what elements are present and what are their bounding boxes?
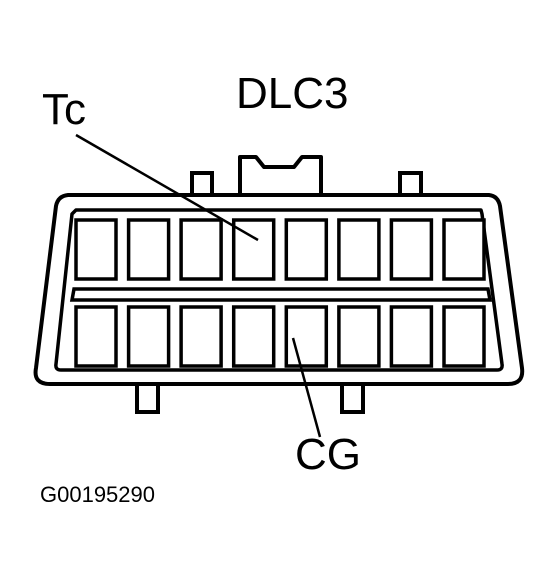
connector-housing-inner	[54, 208, 504, 372]
pin-cavity	[284, 305, 329, 368]
pin-cavity	[337, 218, 381, 281]
connector-top-tab-right	[398, 171, 423, 196]
connector-top-lock-tab	[238, 155, 323, 196]
pin-cavity	[231, 305, 276, 368]
pin-cavity	[74, 305, 118, 368]
pin-cavity	[389, 305, 434, 368]
pin-cavity	[74, 218, 118, 281]
row-separator-bar	[69, 287, 493, 302]
pin-cavity	[337, 305, 381, 368]
connector-bottom-tab-right	[340, 382, 365, 414]
connector-top-tab-left	[190, 171, 214, 196]
tc-label: Tc	[42, 85, 86, 134]
pin-cavities	[74, 218, 486, 368]
pin-cavity	[389, 218, 434, 281]
cg-leader-line	[291, 337, 322, 438]
pin-cavity	[179, 218, 223, 281]
pin-cavity	[179, 305, 223, 368]
figure-id: G00195290	[40, 482, 155, 507]
connector-bottom-tab-left	[135, 382, 160, 414]
pin-cavity	[442, 218, 486, 281]
pin-cavity	[126, 305, 171, 368]
pin-cavity	[284, 218, 329, 281]
pin-cavity	[442, 305, 486, 368]
tc-leader-line	[75, 133, 259, 242]
diagram-title: DLC3	[236, 69, 349, 118]
cg-label: CG	[295, 430, 361, 479]
pin-cavity	[126, 218, 171, 281]
